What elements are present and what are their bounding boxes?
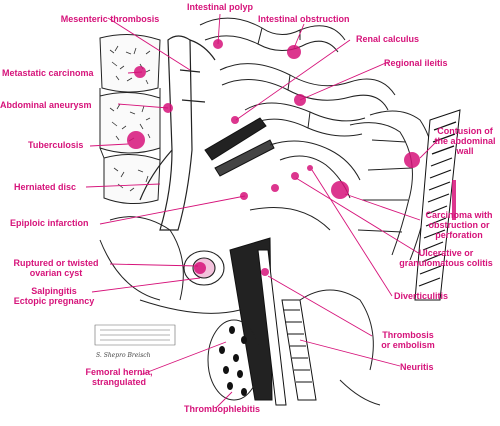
label-text: granulomatous colitis: [399, 258, 493, 268]
label-text: Metastatic carcinoma: [2, 68, 94, 78]
label-thrombophlebitis: Thrombophlebitis: [172, 404, 272, 414]
label-text: Epiploic infarction: [10, 218, 89, 228]
label-abdominal-aneurysm: Abdominal aneurysm: [0, 100, 92, 110]
label-herniated-disc: Herniated disc: [14, 182, 76, 192]
label-carcinoma: Carcinoma with obstruction or perforatio…: [418, 210, 500, 240]
label-mesenteric-thrombosis: Mesenteric thrombosis: [40, 14, 180, 24]
label-text: Ruptured or twisted: [13, 258, 99, 268]
label-text: Intestinal polyp: [186, 2, 253, 12]
label-ulcerative-colitis: Ulcerative or granulomatous colitis: [392, 248, 500, 268]
label-femoral-hernia: Femoral hernia, strangulated: [74, 367, 164, 387]
label-text: Regional ileitis: [384, 58, 448, 68]
label-text: Ulcerative or: [418, 248, 474, 258]
label-text: Diverticulitis: [394, 291, 449, 301]
label-diverticulitis: Diverticulitis: [394, 291, 448, 301]
label-text: Thrombosis: [382, 330, 434, 340]
label-salpingitis-ectopic: Salpingitis Ectopic pregnancy: [6, 286, 102, 306]
label-text: or embolism: [381, 340, 435, 350]
label-text: the abdominal: [434, 136, 496, 146]
label-text: perforation: [435, 230, 483, 240]
label-intestinal-obstruction: Intestinal obstruction: [258, 14, 350, 24]
label-renal-calculus: Renal calculus: [356, 34, 419, 44]
label-ruptured-ovarian-cyst: Ruptured or twisted ovarian cyst: [0, 258, 112, 278]
signature-text: S. Shepro Breisch: [96, 352, 151, 359]
label-contusion: Contusion of the abdominal wall: [430, 126, 500, 156]
thrombi: [219, 326, 247, 396]
label-text: Intestinal obstruction: [258, 14, 350, 24]
pelvis: [99, 207, 381, 406]
label-text: obstruction or: [428, 220, 490, 230]
leader-lines: [85, 13, 439, 409]
femoral-vessel: [281, 299, 317, 401]
label-text: Contusion of: [437, 126, 493, 136]
iliac-vessels: [204, 117, 287, 406]
artist-signature: S. Shepro Breisch: [96, 352, 151, 359]
label-text: Neuritis: [400, 362, 434, 372]
label-text: Renal calculus: [356, 34, 420, 44]
vertebral-column: [99, 34, 161, 204]
label-text: Tuberculosis: [28, 140, 84, 150]
label-metastatic-carcinoma: Metastatic carcinoma: [2, 68, 94, 78]
label-text: Carcinoma with: [425, 210, 493, 220]
label-thrombosis-embolism: Thrombosis or embolism: [370, 330, 446, 350]
abdominal-wall: [414, 109, 461, 301]
signature-area: [94, 324, 176, 346]
label-text: Mesenteric thrombosis: [60, 14, 160, 24]
label-text: Herniated disc: [14, 182, 77, 192]
label-text: strangulated: [91, 377, 146, 387]
label-tuberculosis: Tuberculosis: [28, 140, 83, 150]
label-neuritis: Neuritis: [400, 362, 434, 372]
aorta: [139, 35, 216, 231]
label-text: wall: [456, 146, 474, 156]
label-text: ovarian cyst: [29, 268, 83, 278]
label-intestinal-polyp: Intestinal polyp: [170, 2, 270, 12]
small-intestine: [199, 17, 396, 199]
label-text: Femoral hernia,: [85, 367, 153, 377]
label-epiploic-infarction: Epiploic infarction: [10, 218, 89, 228]
label-text: Ectopic pregnancy: [13, 296, 95, 306]
label-regional-ileitis: Regional ileitis: [384, 58, 448, 68]
femoral-hernia-sac: [207, 319, 261, 401]
label-text: Salpingitis: [31, 286, 77, 296]
label-text: Thrombophlebitis: [184, 404, 260, 414]
label-text: Abdominal aneurysm: [0, 100, 92, 110]
